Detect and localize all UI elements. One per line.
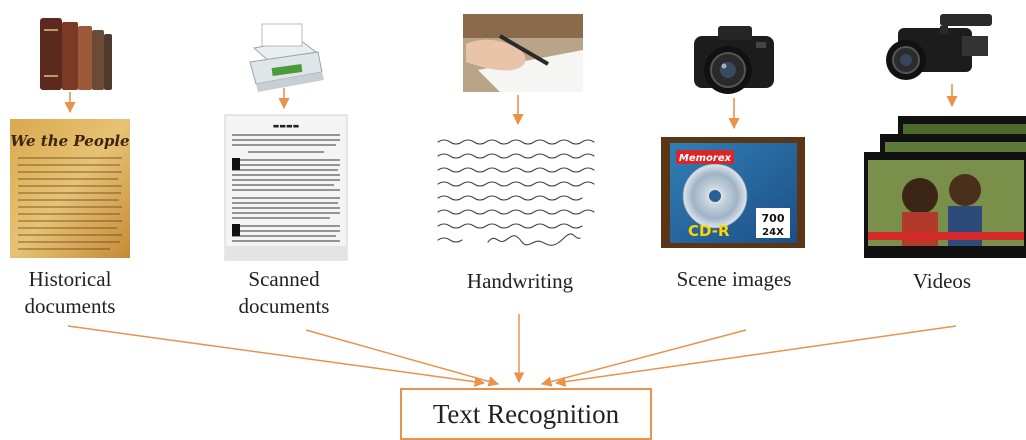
cd-r-disc-image: Memorex CD-R 700 24X	[661, 137, 805, 248]
writing-hand-icon	[463, 14, 583, 92]
svg-text:700: 700	[762, 212, 785, 225]
arrow-scanned-to-target	[305, 329, 500, 387]
historical-document-image: We the People	[10, 119, 130, 258]
scanned-document-image: ▬▬▬▬	[224, 114, 348, 261]
text-recognition-label: Text Recognition	[432, 398, 620, 429]
arrow-scene-to-target	[540, 329, 747, 387]
label-handwriting: Handwriting	[466, 269, 574, 293]
video-camera-icon	[886, 14, 992, 80]
scanner-icon	[249, 23, 324, 92]
svg-text:Memorex: Memorex	[679, 153, 732, 164]
arrow-historical-to-target	[67, 325, 486, 387]
camera-icon	[694, 26, 774, 94]
svg-text:24X: 24X	[762, 227, 784, 238]
label-historical-line1: Historical	[28, 267, 112, 291]
svg-text:▬▬▬▬: ▬▬▬▬	[273, 122, 299, 130]
label-scanned-line2: documents	[238, 294, 330, 318]
label-scanned-line1: Scanned	[248, 267, 320, 291]
arrow-videos-to-target	[554, 325, 957, 387]
label-historical-documents: Historical documents	[10, 266, 130, 320]
svg-text:CD-R: CD-R	[688, 222, 730, 240]
svg-text:We the People: We the People	[10, 132, 129, 150]
label-scanned-documents: Scanned documents	[222, 266, 346, 320]
label-scene-images: Scene images	[676, 267, 792, 291]
text-recognition-box: Text Recognition	[400, 388, 652, 440]
video-frames-image	[864, 116, 1026, 258]
books-icon	[40, 18, 112, 90]
label-videos: Videos	[912, 269, 972, 293]
handwritten-note-image	[437, 139, 595, 246]
label-historical-line2: documents	[24, 294, 116, 318]
